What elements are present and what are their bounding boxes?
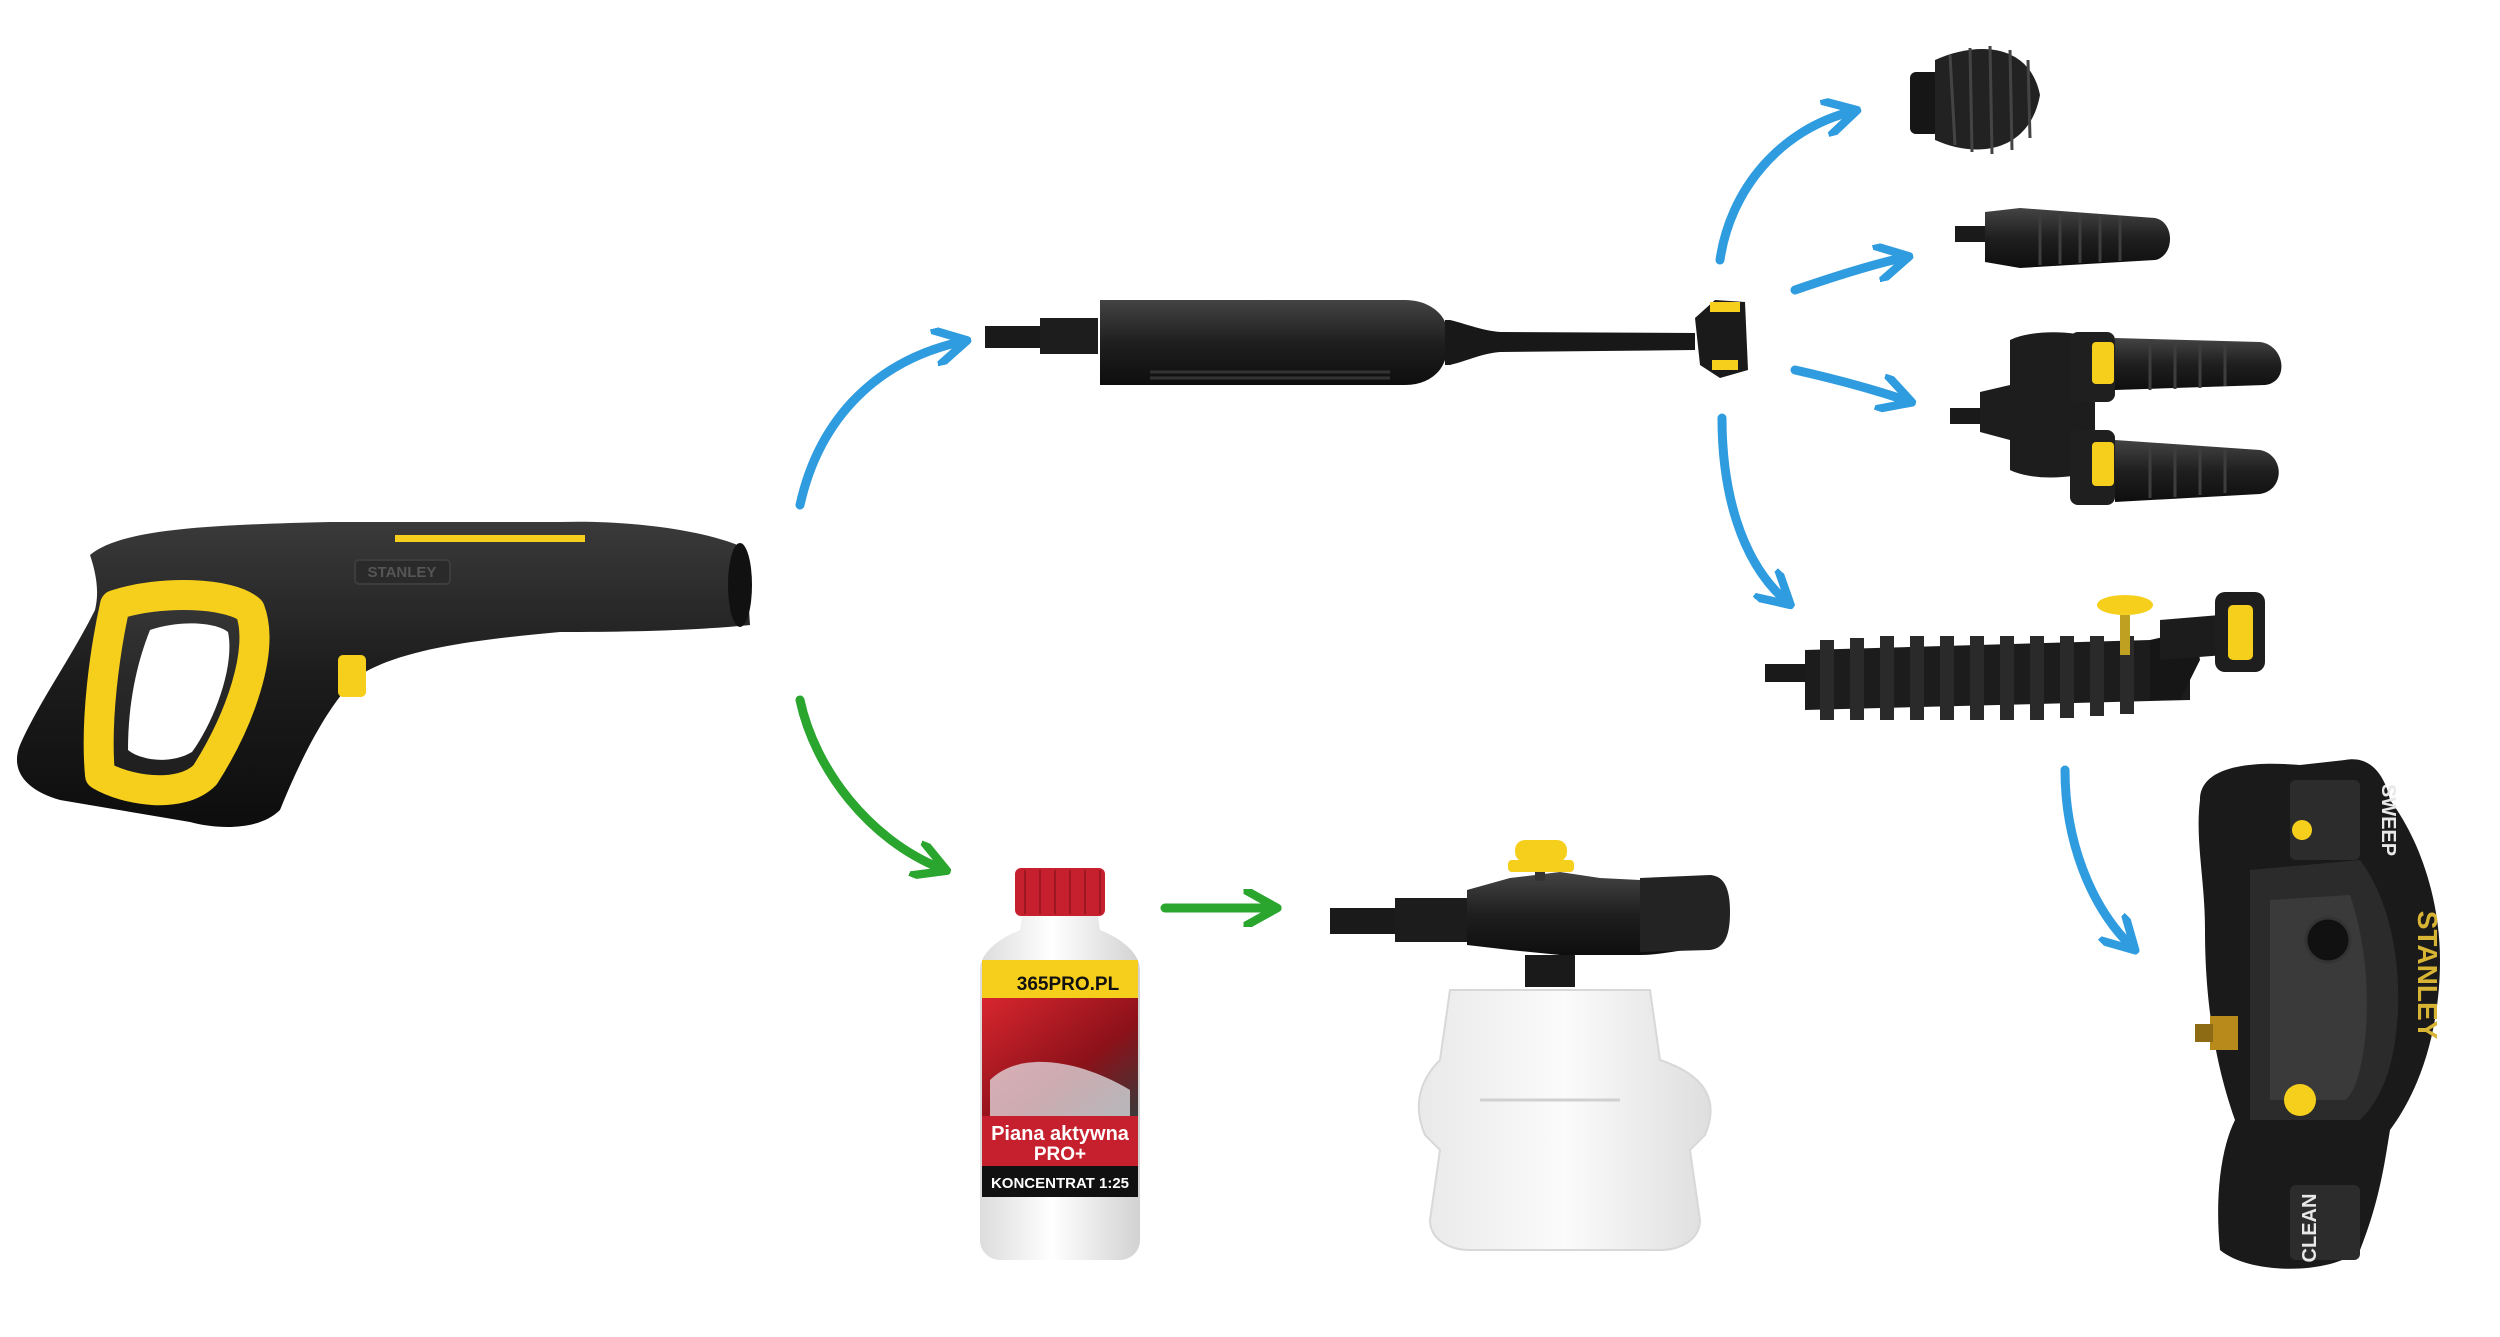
- spray-gun: STANLEY: [16, 521, 752, 827]
- foam-concentrate-bottle: 365PRO.PL Piana aktywna PRO+ KONCENTRAT …: [980, 868, 1140, 1260]
- arrow-icon: [1790, 258, 1902, 295]
- surface-cleaner: STANLEY SWEEP CLEAN: [2195, 759, 2443, 1269]
- mode-clean-label: CLEAN: [2299, 1194, 2321, 1263]
- safety-lock: [338, 655, 366, 697]
- foam-lance: [1330, 840, 1730, 1251]
- foam-adjust-knob: [1515, 840, 1567, 862]
- mode-sweep-label: SWEEP: [2377, 784, 2399, 856]
- arrow-icon: [1715, 112, 1850, 265]
- arrow-icon: [795, 342, 960, 510]
- arrow-icon: [2060, 765, 2130, 945]
- arrow-icon: [1717, 413, 1785, 600]
- bottle-product-line2: PRO+: [1034, 1144, 1086, 1165]
- flow-arrows-blue: [795, 112, 2130, 945]
- lance-yellow-band: [1710, 302, 1740, 312]
- patio-knob: [2097, 595, 2153, 615]
- spray-lance: [985, 300, 1748, 385]
- flow-arrows-green: [795, 695, 1270, 908]
- gun-brand-label: STANLEY: [368, 564, 437, 581]
- bottle-product-line1: Piana aktywna: [991, 1123, 1130, 1145]
- dual-nozzle: [1950, 332, 2282, 505]
- arrow-icon: [1790, 365, 1905, 400]
- rotating-brush: [1910, 45, 2040, 155]
- bottle-cap: [1015, 868, 1105, 916]
- cleaner-brand-label: STANLEY: [2412, 911, 2443, 1040]
- patio-brush: [1765, 592, 2265, 720]
- turbo-nozzle: [1955, 208, 2170, 268]
- arrow-icon: [795, 695, 940, 868]
- bottle-logo: 365PRO.PL: [1017, 974, 1120, 995]
- bottle-concentrate-label: KONCENTRAT 1:25: [991, 1175, 1129, 1192]
- cleaner-knob: [2284, 1084, 2316, 1116]
